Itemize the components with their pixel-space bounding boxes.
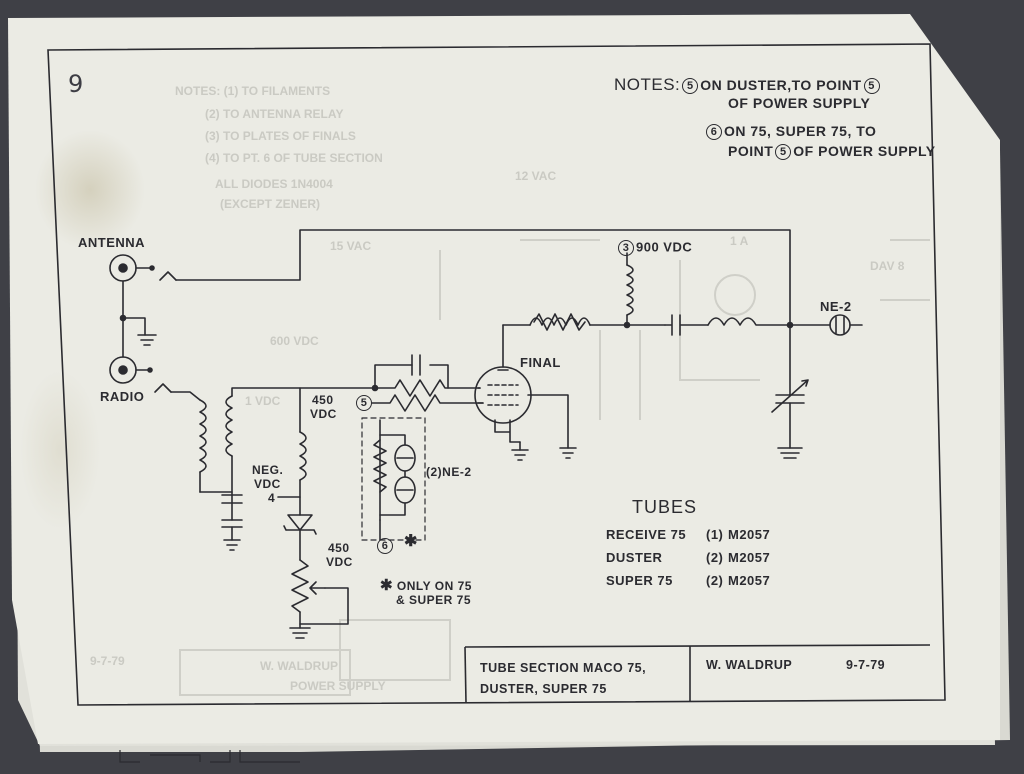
vdc-450-top-1: 450 (312, 393, 334, 407)
svg-text:(2) TO ANTENNA RELAY: (2) TO ANTENNA RELAY (205, 107, 343, 121)
title-line-1: TUBE SECTION MACO 75, (480, 661, 647, 675)
svg-text:W. WALDRUP: W. WALDRUP (260, 659, 338, 673)
svg-text:12 VAC: 12 VAC (515, 169, 556, 183)
paper (8, 14, 1000, 744)
bleed-text: NOTES: (1) TO FILAMENTS (2) TO ANTENNA R… (90, 84, 905, 693)
note-5-number: 5 (682, 78, 699, 95)
bleed-through (179, 239, 930, 696)
vdc-900-ref: 3 (618, 240, 634, 256)
drawn-by: W. WALDRUP (706, 658, 793, 672)
only-on-text-1: ONLY ON 75 (396, 579, 472, 593)
point-5-marker: 5 (356, 395, 372, 411)
svg-text:1 A: 1 A (730, 234, 749, 248)
ne2-pair-label: (2)NE-2 (426, 465, 472, 479)
neg-vdc-label-1: NEG. (252, 463, 284, 477)
svg-text:600 VDC: 600 VDC (270, 334, 319, 348)
tubes-model: RECEIVE 75 (606, 527, 687, 542)
tubes-model: DUSTER (606, 550, 663, 565)
note-6-ref: 5 (775, 144, 792, 161)
note-6-text-2b: OF POWER SUPPLY (793, 143, 936, 159)
only-on-note-1: ✱ ONLY ON 75 (380, 578, 472, 593)
vdc-900-text: 900 VDC (636, 239, 693, 255)
page-number: 9 (68, 70, 84, 98)
note-6-text-1: ON 75, SUPER 75, TO (724, 123, 877, 139)
svg-text:(EXCEPT ZENER): (EXCEPT ZENER) (220, 197, 320, 211)
vdc-450-bot-2: VDC (326, 555, 353, 569)
note-5-text-2: OF POWER SUPPLY (728, 95, 871, 111)
svg-text:15 VAC: 15 VAC (330, 239, 371, 253)
svg-text:9-7-79: 9-7-79 (90, 654, 125, 668)
svg-text:(4) TO PT. 6 OF TUBE SECTION: (4) TO PT. 6 OF TUBE SECTION (205, 151, 383, 165)
only-on-asterisk: ✱ (380, 577, 394, 594)
tubes-qty: (2) (706, 550, 724, 565)
asterisk-mark: ✱ (404, 533, 418, 550)
tubes-qty: (1) (706, 527, 724, 542)
notes-heading: NOTES: (614, 75, 681, 94)
neg-vdc-ref: 4 (268, 491, 276, 505)
tubes-row: RECEIVE 75 (1) M2057 (606, 528, 806, 544)
svg-text:DAV 8: DAV 8 (870, 259, 905, 273)
note-5-ref: 5 (863, 78, 880, 95)
svg-text:POWER SUPPLY: POWER SUPPLY (290, 679, 386, 693)
tubes-row: DUSTER (2) M2057 (606, 551, 806, 567)
tubes-qty: (2) (706, 573, 724, 588)
tubes-part: M2057 (728, 573, 771, 588)
note-6-number: 6 (706, 124, 722, 141)
svg-text:1 VDC: 1 VDC (245, 394, 281, 408)
bottom-sketch (119, 750, 300, 763)
ne2-output-label: NE-2 (820, 299, 852, 314)
tubes-part: M2057 (728, 550, 771, 565)
only-on-note-2: & SUPER 75 (396, 593, 472, 607)
svg-text:NOTES: (1) TO FILAMENTS: NOTES: (1) TO FILAMENTS (175, 84, 330, 98)
tubes-row: SUPER 75 (2) M2057 (606, 574, 806, 590)
final-label: FINAL (520, 355, 561, 370)
title-line-2: DUSTER, SUPER 75 (480, 682, 607, 696)
note-6-text-2a: POINT (728, 143, 774, 159)
tubes-part: M2057 (728, 527, 771, 542)
antenna-label: ANTENNA (78, 235, 146, 250)
radio-label: RADIO (100, 389, 145, 404)
schematic (109, 229, 863, 639)
svg-text:(3) TO PLATES OF FINALS: (3) TO PLATES OF FINALS (205, 129, 356, 143)
drawing-date: 9-7-79 (846, 658, 886, 672)
drawing-border (47, 43, 946, 706)
svg-text:ALL DIODES 1N4004: ALL DIODES 1N4004 (215, 177, 333, 191)
note-5-text-1: ON DUSTER,TO POINT (700, 77, 862, 93)
vdc-450-top-2: VDC (310, 407, 337, 421)
tubes-heading: TUBES (632, 497, 698, 517)
point-6-marker: 6 (377, 538, 393, 554)
neg-vdc-label-2: VDC (254, 477, 281, 491)
vdc-450-bot-1: 450 (328, 541, 350, 555)
tubes-model: SUPER 75 (606, 573, 673, 588)
